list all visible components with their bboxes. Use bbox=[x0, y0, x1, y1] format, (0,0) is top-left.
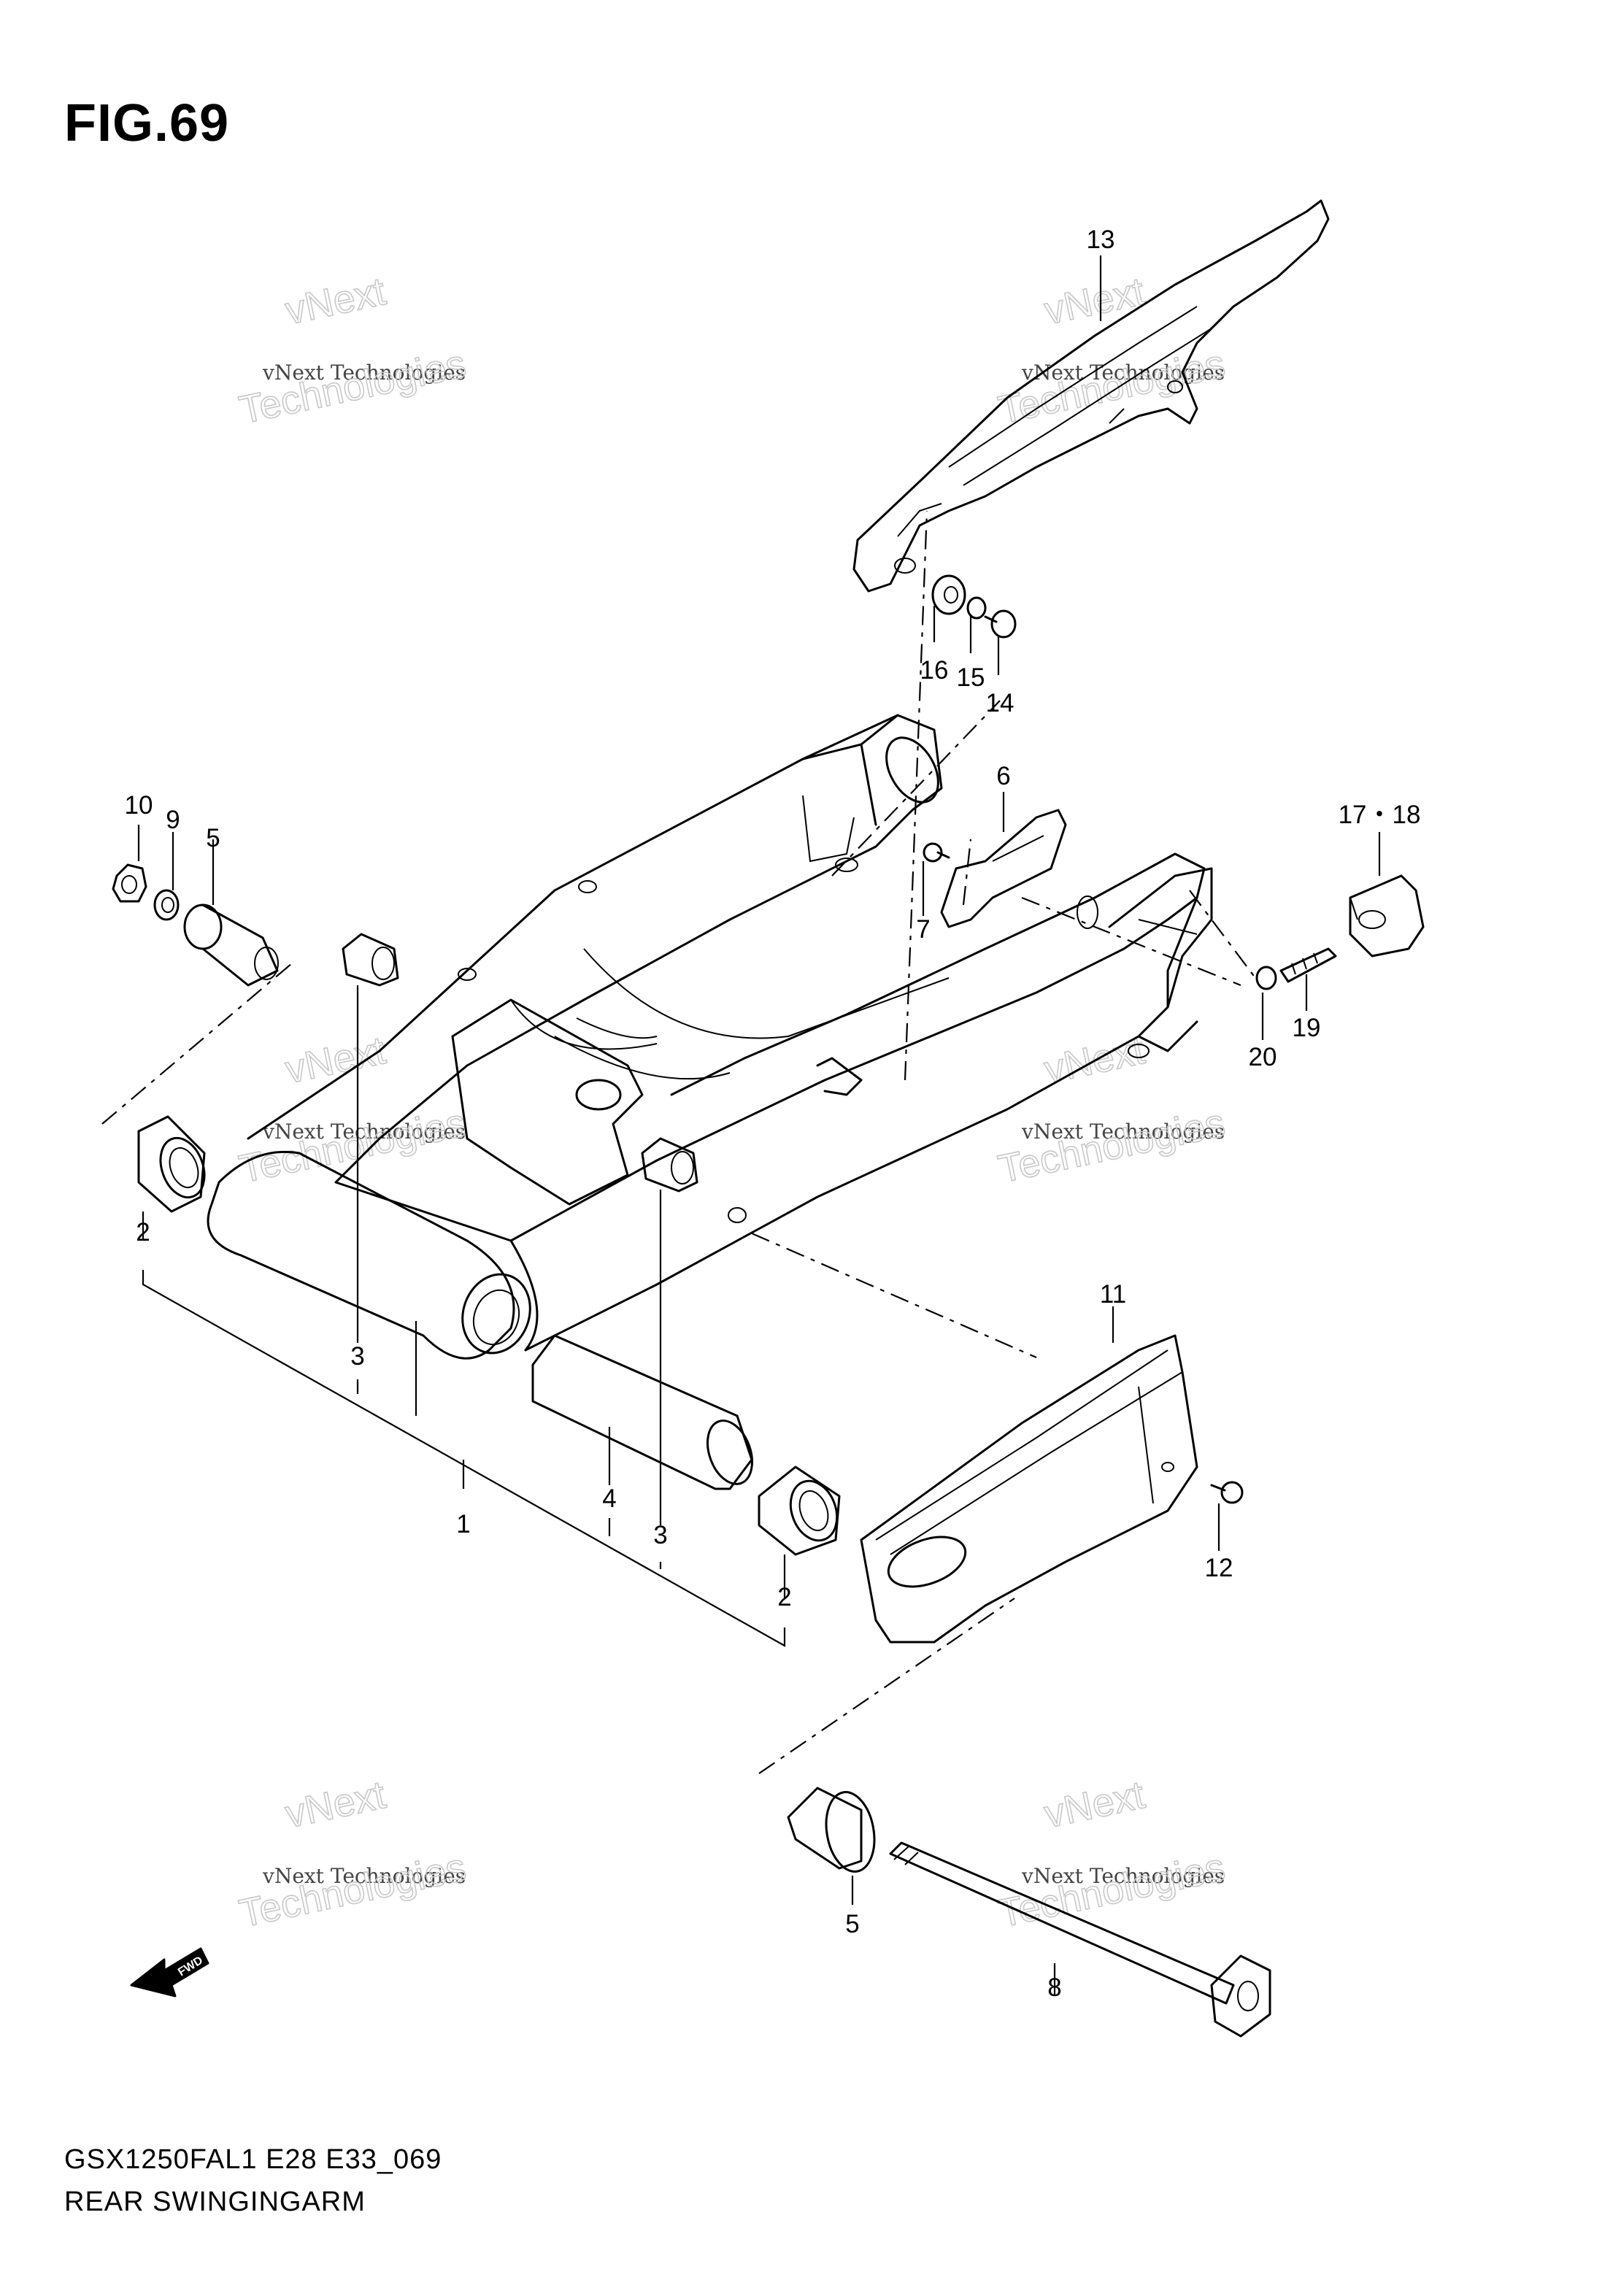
part-collar-5-left bbox=[183, 904, 279, 987]
callout-11: 11 bbox=[1100, 1280, 1126, 1309]
callout-3-mid: 3 bbox=[653, 1521, 667, 1549]
part-screw-12 bbox=[1210, 1481, 1244, 1504]
svg-text:vNext Technologies: vNext Technologies bbox=[262, 1120, 466, 1144]
callout-3-top: 3 bbox=[350, 1342, 364, 1371]
part-bolt-19 bbox=[1279, 947, 1337, 983]
part-bearing-2-right bbox=[758, 1465, 841, 1556]
callout-15: 15 bbox=[957, 663, 985, 692]
figure-title: FIG.69 bbox=[64, 94, 230, 153]
svg-text:Technologies: Technologies bbox=[995, 342, 1229, 432]
part-swingarm bbox=[207, 714, 1213, 1360]
svg-text:Technologies: Technologies bbox=[236, 1845, 470, 1935]
callout-5-lower: 5 bbox=[845, 1910, 859, 1938]
callout-17-18: 17・18 bbox=[1339, 801, 1421, 829]
callout-20: 20 bbox=[1249, 1043, 1277, 1071]
svg-text:vNext Technologies: vNext Technologies bbox=[1021, 1120, 1225, 1144]
svg-text:vNext: vNext bbox=[1041, 269, 1149, 333]
part-collar-15 bbox=[966, 596, 987, 620]
part-adjuster-17-18 bbox=[1349, 874, 1425, 958]
watermark-1: vNext vNext Technologies Technologies bbox=[235, 269, 470, 433]
svg-text:vNext Technologies: vNext Technologies bbox=[262, 1864, 466, 1888]
part-pivot-shaft-8 bbox=[889, 1841, 1271, 2038]
fwd-arrow-icon: FWD bbox=[130, 1947, 209, 1998]
callout-14: 14 bbox=[986, 689, 1014, 717]
leader-lines bbox=[101, 255, 1381, 1996]
callout-12: 12 bbox=[1205, 1554, 1233, 1582]
svg-text:vNext Technologies: vNext Technologies bbox=[1021, 1864, 1225, 1888]
svg-text:vNext: vNext bbox=[282, 269, 390, 333]
svg-text:vNext: vNext bbox=[1041, 1773, 1149, 1836]
svg-text:Technologies: Technologies bbox=[995, 1101, 1229, 1191]
part-washer-9 bbox=[153, 889, 180, 921]
callout-19: 19 bbox=[1293, 1014, 1321, 1042]
watermark-3: vNext vNext Technologies Technologies bbox=[235, 1028, 470, 1192]
svg-text:vNext: vNext bbox=[282, 1028, 390, 1092]
part-bracket-6 bbox=[940, 809, 1067, 928]
callout-4: 4 bbox=[602, 1484, 616, 1513]
callout-1: 1 bbox=[456, 1510, 470, 1538]
part-washer-16 bbox=[931, 574, 966, 615]
svg-text:Technologies: Technologies bbox=[995, 1845, 1229, 1935]
part-nut-20 bbox=[1255, 966, 1277, 990]
part-bearing-3-top bbox=[342, 933, 399, 987]
model-code: GSX1250FAL1 E28 E33_069 bbox=[64, 2144, 442, 2175]
callout-labels: 13 16 15 14 6 7 17・18 19 20 10 9 5 2 3 4… bbox=[125, 226, 1421, 2002]
part-bolt-7 bbox=[923, 842, 950, 863]
callout-9: 9 bbox=[166, 806, 180, 834]
callout-2-right: 2 bbox=[777, 1583, 791, 1611]
part-bearing-3-mid bbox=[641, 1137, 698, 1193]
callout-7: 7 bbox=[916, 915, 930, 944]
section-name: REAR SWINGINGARM bbox=[64, 2187, 366, 2217]
callout-6: 6 bbox=[996, 762, 1010, 790]
part-collar-5-lower bbox=[787, 1787, 876, 1873]
callout-2-left: 2 bbox=[136, 1218, 150, 1247]
part-chain-case-11 bbox=[860, 1334, 1198, 1644]
svg-text:Technologies: Technologies bbox=[236, 342, 470, 432]
part-bearing-2-left bbox=[137, 1115, 206, 1213]
callout-5-left: 5 bbox=[206, 824, 220, 852]
part-nut-10 bbox=[112, 863, 147, 903]
part-sleeve-4 bbox=[531, 1334, 753, 1490]
svg-text:vNext Technologies: vNext Technologies bbox=[262, 361, 466, 385]
part-chain-guard bbox=[852, 199, 1330, 593]
callout-13: 13 bbox=[1087, 226, 1115, 254]
watermark-5: vNext vNext Technologies Technologies bbox=[235, 1772, 470, 1936]
watermark-4: vNext vNext Technologies Technologies bbox=[994, 1028, 1229, 1192]
callout-8: 8 bbox=[1047, 1973, 1061, 2002]
callout-10: 10 bbox=[125, 791, 153, 820]
watermark-2: vNext vNext Technologies Technologies bbox=[994, 269, 1229, 433]
svg-text:vNext: vNext bbox=[282, 1773, 390, 1836]
callout-16: 16 bbox=[920, 656, 949, 685]
part-bolt-14 bbox=[984, 609, 1017, 639]
svg-text:Technologies: Technologies bbox=[236, 1101, 470, 1191]
